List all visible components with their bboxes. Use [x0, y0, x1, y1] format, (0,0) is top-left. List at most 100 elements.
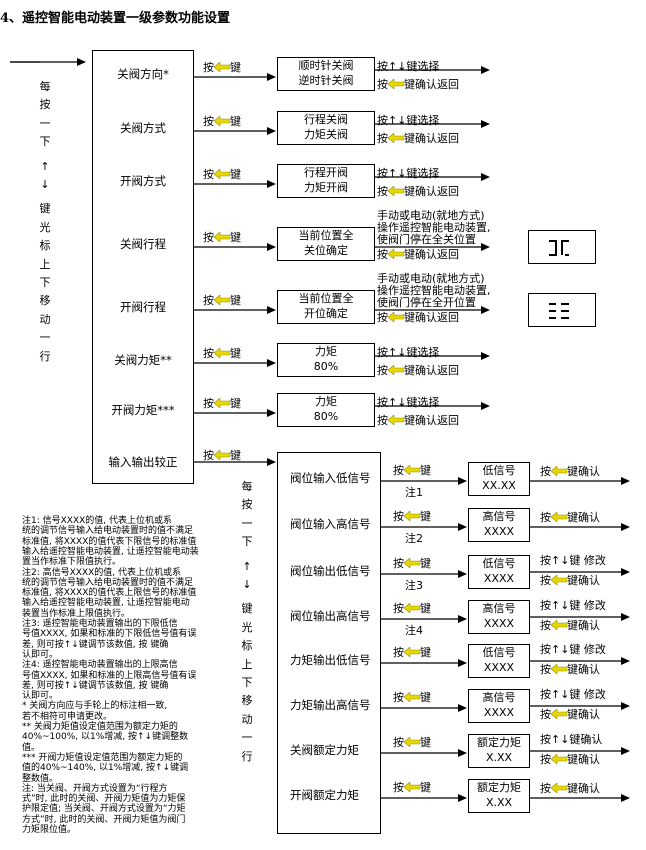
option-box[interactable]: [277, 111, 375, 145]
side-char: ↑: [242, 559, 252, 573]
enter-arrow-icon: [550, 511, 568, 524]
menu-item[interactable]: 关阀行程: [120, 237, 166, 251]
action-hint: 按键确认: [540, 663, 600, 676]
action-confirm: 键确认: [567, 782, 600, 795]
action-hint: 按键确认: [540, 574, 600, 587]
key-text: 键: [230, 115, 241, 128]
enter-key-icon: [550, 663, 568, 675]
confirm-rest: 键确认返回: [404, 311, 459, 324]
sub-menu-item[interactable]: 开阀额定力矩: [290, 788, 359, 802]
sub-menu-item[interactable]: 阀位输出高信号: [290, 609, 371, 623]
menu-item[interactable]: 关阀力矩**: [114, 353, 172, 367]
value-box[interactable]: [468, 644, 530, 678]
menu-item[interactable]: 关阀方式: [120, 121, 166, 135]
confirm-hint: 按键确认返回: [377, 185, 459, 198]
sub-arrow-head: [458, 615, 467, 623]
value-text: 高信号: [482, 691, 516, 704]
sub-menu-item[interactable]: 力矩输出高信号: [290, 698, 371, 712]
press-text: 按: [393, 646, 404, 659]
enter-arrow-icon: [213, 231, 231, 244]
enter-key-icon: [213, 115, 231, 127]
sub-arrow-head: [458, 704, 467, 712]
press-enter-label: 按键: [393, 781, 431, 794]
option-box[interactable]: [277, 57, 375, 91]
enter-key-icon: [403, 464, 421, 476]
row-arrow-head: [267, 409, 276, 417]
note-line: 标准值, 将XXXX的值代表下限信号的标准值: [22, 536, 197, 547]
enter-key-icon: [387, 185, 405, 197]
value-box[interactable]: [468, 508, 530, 542]
side-char: ↓: [242, 578, 252, 591]
enter-arrow-icon: [550, 574, 568, 587]
option-box[interactable]: [277, 343, 375, 377]
select-hint: 按↑↓键选择: [377, 60, 440, 73]
key-text: 键: [420, 691, 431, 704]
sub-arrow-head: [458, 477, 467, 485]
key-text: 键: [230, 294, 241, 307]
enter-key-icon: [550, 708, 568, 720]
press-text: 按: [393, 691, 404, 704]
enter-arrow-icon: [550, 663, 568, 676]
action-arrow-head: [621, 613, 630, 621]
note-line: 差, 则可按↑↓键调节该数值, 按 键确: [22, 680, 169, 691]
row-arrow-head: [267, 73, 276, 81]
confirm-press: 按: [377, 185, 388, 198]
side-char: 按: [39, 98, 51, 112]
value-box[interactable]: [468, 779, 530, 813]
confirm-rest: 键确认返回: [404, 132, 459, 145]
row-out-arrow-head: [481, 66, 490, 74]
row-out-arrow-head: [481, 402, 490, 410]
press-text: 按: [393, 557, 404, 570]
value-text: 额定力矩: [477, 781, 521, 794]
note-line: 置当作标准下限值执行。: [22, 557, 122, 568]
option-box[interactable]: [277, 227, 375, 261]
option-box[interactable]: [277, 290, 375, 324]
value-text: XX.XX: [482, 479, 516, 492]
sub-menu-item[interactable]: 阀位输入低信号: [290, 471, 371, 485]
enter-key-icon: [403, 646, 421, 658]
enter-arrow-icon: [550, 782, 568, 795]
enter-key-icon: [213, 294, 231, 306]
press-enter-label: 按键: [203, 168, 241, 181]
press-enter-label: 按键: [393, 602, 431, 615]
note-line: 统的调节信号输入给电动装置时的值不满足: [22, 577, 194, 588]
enter-key-icon: [213, 347, 231, 359]
press-enter-label: 按键: [393, 691, 431, 704]
key-text: 键: [230, 347, 241, 360]
option-box[interactable]: [277, 164, 375, 198]
option-text: 力矩关阀: [304, 128, 348, 141]
enter-arrow-icon: [403, 557, 421, 570]
note-ref: 注4: [405, 624, 423, 637]
menu-item[interactable]: 关阀方向*: [117, 67, 169, 81]
value-box[interactable]: [468, 600, 530, 634]
confirm-hint: 按键确认返回: [377, 414, 459, 427]
side-char: 每: [241, 480, 253, 493]
enter-key-icon: [550, 511, 568, 523]
value-box[interactable]: [468, 734, 530, 768]
menu-item[interactable]: 输入输出较正: [108, 455, 178, 469]
press-enter-label: 按键: [393, 464, 431, 477]
menu-item[interactable]: 开阀行程: [120, 300, 166, 314]
lcd-display: [528, 230, 596, 264]
menu-item[interactable]: 开阀力矩***: [111, 403, 175, 417]
option-text: 开位确定: [304, 307, 348, 320]
confirm-hint: 按键确认返回: [377, 78, 459, 91]
action-arrow-head: [621, 747, 630, 755]
value-box[interactable]: [468, 462, 530, 496]
value-box[interactable]: [468, 555, 530, 589]
row-description: 手动或电动(就地方式): [377, 272, 485, 285]
side-char: 移: [241, 694, 253, 708]
sub-menu-item[interactable]: 关阀额定力矩: [290, 743, 359, 757]
sub-menu-item[interactable]: 阀位输出低信号: [290, 564, 371, 578]
side-char: 行: [39, 349, 51, 363]
enter-key-icon: [550, 574, 568, 586]
sub-menu-item[interactable]: 力矩输出低信号: [290, 653, 371, 667]
sub-menu-item[interactable]: 阀位输入高信号: [290, 517, 371, 531]
menu-item[interactable]: 开阀方式: [120, 174, 166, 188]
side-char: 行: [241, 749, 253, 763]
value-box[interactable]: [468, 689, 530, 723]
note-line: 注3: 遥控智能电动装置输出的下限低信: [22, 619, 178, 629]
option-box[interactable]: [277, 393, 375, 427]
press-text: 按: [203, 168, 214, 181]
enter-arrow-icon: [213, 168, 231, 181]
